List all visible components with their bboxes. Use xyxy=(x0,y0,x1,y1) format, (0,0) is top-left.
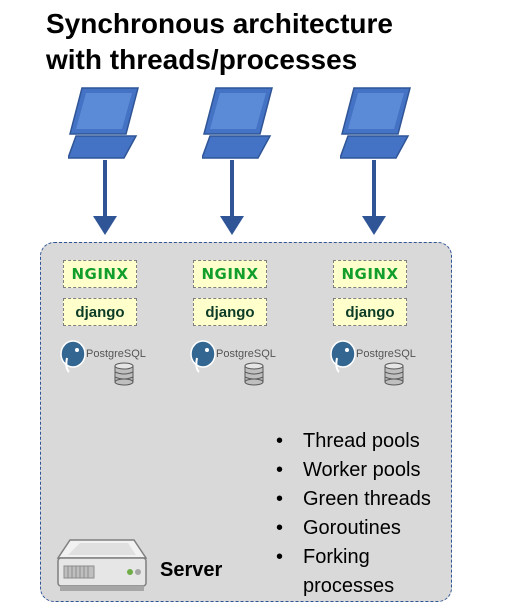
django-tile: django xyxy=(193,298,267,326)
arrow-down-icon xyxy=(362,160,386,235)
django-logo: django xyxy=(75,303,125,321)
nginx-logo: NGINX xyxy=(71,265,129,283)
arrow-down-icon xyxy=(220,160,244,235)
arrow-down-icon xyxy=(93,160,117,235)
postgresql-label: PostgreSQL xyxy=(356,348,416,360)
database-cylinder-icon xyxy=(114,362,134,386)
database-cylinder-icon xyxy=(244,362,264,386)
postgresql-logo: PostgreSQL xyxy=(60,340,146,386)
page-title: Synchronous architecture with threads/pr… xyxy=(46,6,393,78)
title-line-1: Synchronous architecture xyxy=(46,8,393,39)
postgresql-elephant-icon xyxy=(60,340,86,373)
title-line-2: with threads/processes xyxy=(46,44,358,75)
django-tile: django xyxy=(333,298,407,326)
list-item: Worker pools xyxy=(276,456,433,485)
laptop-icon xyxy=(202,87,273,159)
django-logo: django xyxy=(205,303,255,321)
database-cylinder-icon xyxy=(384,362,404,386)
postgresql-label: PostgreSQL xyxy=(86,348,146,360)
laptop-icon xyxy=(68,87,139,159)
django-logo: django xyxy=(345,303,395,321)
server-rack-icon xyxy=(56,539,148,591)
laptop-icon xyxy=(340,87,411,159)
postgresql-label: PostgreSQL xyxy=(216,348,276,360)
django-tile: django xyxy=(63,298,137,326)
nginx-tile: NGINX xyxy=(333,260,407,288)
nginx-tile: NGINX xyxy=(193,260,267,288)
postgresql-elephant-icon xyxy=(190,340,216,373)
postgresql-elephant-icon xyxy=(330,340,356,373)
list-item: Green threads xyxy=(276,485,433,514)
nginx-logo: NGINX xyxy=(201,265,259,283)
list-item: Thread pools xyxy=(276,427,433,456)
list-item: Forking processes xyxy=(276,543,433,601)
postgresql-logo: PostgreSQL xyxy=(190,340,276,386)
nginx-logo: NGINX xyxy=(341,265,399,283)
nginx-tile: NGINX xyxy=(63,260,137,288)
postgresql-logo: PostgreSQL xyxy=(330,340,416,386)
concurrency-list: Thread pools Worker pools Green threads … xyxy=(276,427,433,601)
server-label: Server xyxy=(160,559,223,581)
list-item: Goroutines xyxy=(276,514,433,543)
